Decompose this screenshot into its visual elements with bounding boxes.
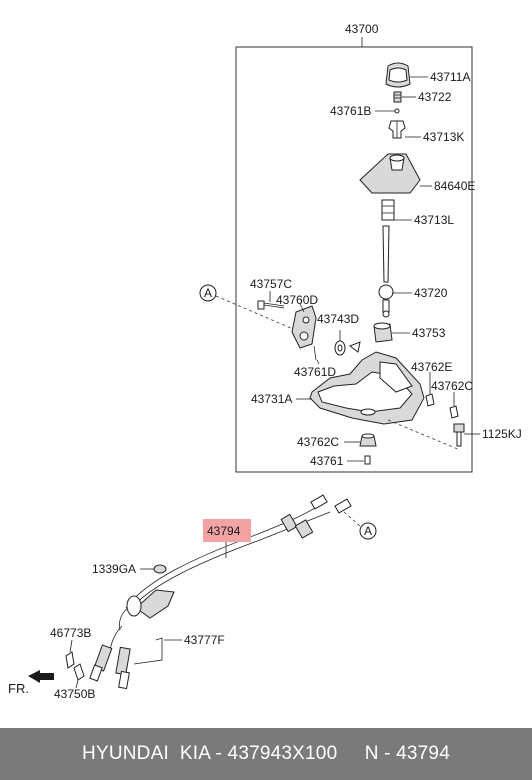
grommet-part <box>153 564 167 574</box>
callout-a-top <box>199 284 217 302</box>
knob-sleeve-part <box>388 120 406 139</box>
shift-lever-part <box>378 225 394 318</box>
assembly-frame <box>235 46 473 473</box>
footer-bar: HYUNDAI KIA - 437943X100 N - 43794 <box>0 728 532 780</box>
part-label-43761B: 43761B <box>330 104 371 118</box>
part-label-43777F: 43777F <box>184 633 225 647</box>
washer-part <box>334 340 346 356</box>
part-label-43762C-right: 43762C <box>431 379 473 393</box>
part-label-46773B: 46773B <box>50 626 91 640</box>
front-arrow-icon <box>28 670 54 683</box>
clip-part <box>425 393 435 407</box>
part-label-43753: 43753 <box>412 326 446 340</box>
retainer-clip-part <box>133 637 163 665</box>
part-label-43762E: 43762E <box>411 360 452 374</box>
clip-part-2 <box>449 405 459 419</box>
part-label-43761D: 43761D <box>294 365 336 379</box>
part-label-43750B: 43750B <box>54 687 95 701</box>
part-label-43720: 43720 <box>414 286 448 300</box>
callout-a-bottom-label: A <box>364 524 372 538</box>
callout-a-bottom <box>359 522 377 540</box>
highlight-43794 <box>203 519 251 542</box>
front-label: FR. <box>8 681 29 696</box>
mount-bolt-part <box>453 423 465 447</box>
part-label-43757C: 43757C <box>250 277 292 291</box>
part-label-43731A: 43731A <box>251 392 292 406</box>
shift-boot-part <box>359 153 421 194</box>
nut-part <box>359 433 377 447</box>
bracket-part <box>291 305 317 349</box>
part-label-84640E: 84640E <box>434 179 475 193</box>
parts-diagram: 43700 43711A 43722 43761B 43713K 84640E … <box>8 22 522 701</box>
part-label-43760D: 43760D <box>276 293 318 307</box>
part-label-43713K: 43713K <box>423 130 464 144</box>
clip-part-3 <box>65 651 75 669</box>
part-label-43722: 43722 <box>418 90 452 104</box>
bolt-part <box>257 300 285 310</box>
retainer-part <box>73 663 85 681</box>
shift-cable-part <box>89 494 352 690</box>
pin-part-3 <box>364 455 371 465</box>
part-label-43761: 43761 <box>310 454 344 468</box>
lever-bushing-part <box>381 199 395 221</box>
part-label-43762C-bottom: 43762C <box>297 435 339 449</box>
part-label-43794: 43794 <box>207 524 241 538</box>
part-label-1125KJ: 1125KJ <box>482 427 522 441</box>
spring-part <box>393 91 402 103</box>
pin-part-2 <box>313 345 317 361</box>
part-label-43743D: 43743D <box>317 312 359 326</box>
part-label-1339GA: 1339GA <box>92 562 136 576</box>
part-label-43711A: 43711A <box>430 70 470 84</box>
bushing-part <box>373 322 393 343</box>
assembly-number: 43700 <box>345 22 379 36</box>
pin-part <box>394 108 400 114</box>
footer-text: HYUNDAI KIA - 437943X100 N - 43794 <box>82 743 450 764</box>
part-label-43713L: 43713L <box>414 213 454 227</box>
callout-a-top-label: A <box>204 286 212 300</box>
shifter-housing-part <box>309 341 425 425</box>
shift-knob-part <box>385 62 411 88</box>
